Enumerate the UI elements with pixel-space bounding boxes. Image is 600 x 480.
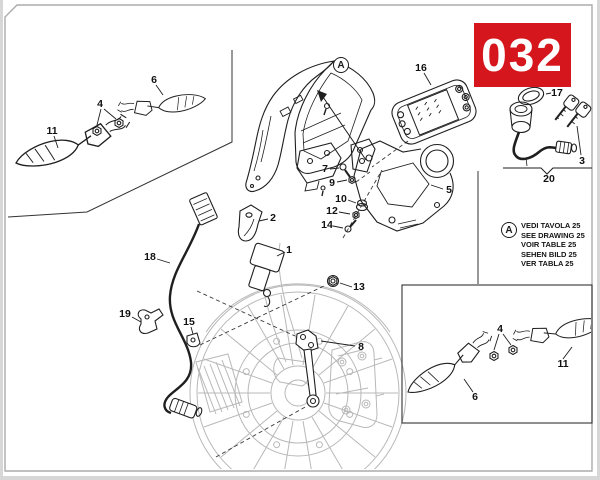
ignition-lock-drawing: [509, 101, 578, 161]
callout-8: 8: [358, 341, 364, 353]
fender-arc: [205, 283, 391, 333]
axle-nut-13: [326, 274, 340, 288]
callout-6-rear: 6: [472, 391, 478, 403]
scan-edge-left: [0, 0, 3, 480]
callout-20: 20: [543, 173, 555, 185]
fastener-grommet-10: [355, 199, 369, 212]
speed-sensor-drawing: [248, 242, 285, 307]
callout-18: 18: [144, 251, 156, 263]
instrument-cluster-drawing: [391, 79, 477, 145]
note-line-fr: VOIR TABLE 25: [521, 240, 577, 250]
group-20-bracket-line: [503, 167, 592, 175]
sensor-cable-drawing: [163, 192, 218, 419]
page-border: [4, 4, 593, 472]
callout-11-rear: 11: [557, 358, 569, 370]
callout-4-rear: 4: [497, 323, 503, 335]
keys-drawing: [554, 94, 592, 128]
cable-clip-19: [137, 308, 164, 334]
callout-2: 2: [270, 212, 276, 224]
headlight-fairing-drawing: [245, 60, 376, 197]
turn-indicator-11-front: [15, 113, 131, 167]
turn-indicator-11-rear: [512, 318, 591, 344]
leader-20: [525, 157, 528, 167]
table-number-badge: 032: [474, 23, 571, 87]
note-line-es: VER TABLA 25: [521, 259, 574, 269]
reference-note: VEDI TAVOLA 25 SEE DRAWING 25 VOIR TABLE…: [521, 221, 585, 269]
fastener-screw-14: [344, 219, 357, 233]
turn-indicator-6-rear: [407, 331, 493, 393]
rear-indicators-box: [401, 284, 593, 424]
callout-10: 10: [335, 193, 347, 205]
front-wheel-ghost-drawing: [189, 242, 407, 469]
callout-16: 16: [415, 62, 427, 74]
callout-15: 15: [183, 316, 195, 328]
view-a-arrow: [317, 90, 367, 161]
callout-14: 14: [321, 219, 333, 231]
indicator-nut-4-rear-a: [489, 350, 499, 362]
brake-caliper-ghost: [328, 341, 385, 428]
brake-disc-holes: [242, 337, 354, 449]
sensor-plate-drawing: [237, 204, 263, 242]
note-line-it: VEDI TAVOLA 25: [521, 221, 581, 230]
alignment-dashed-lines: [196, 140, 409, 458]
callout-12: 12: [326, 205, 338, 217]
fastener-nut-9: [348, 175, 356, 185]
view-marker-a: A: [333, 57, 349, 73]
callout-1: 1: [286, 244, 292, 256]
callout-7: 7: [322, 163, 328, 175]
callout-9: 9: [329, 177, 335, 189]
note-line-en: SEE DRAWING 25: [521, 230, 585, 240]
fork-guard-hatch: [195, 353, 243, 415]
lock-ring-17: [517, 86, 545, 106]
callout-5: 5: [446, 184, 452, 196]
callout-3: 3: [579, 155, 585, 167]
indicator-nut-4-front-b: [114, 117, 124, 129]
callout-13: 13: [353, 281, 365, 293]
fastener-screw-7: [339, 163, 351, 178]
callout-11-front: 11: [46, 125, 58, 137]
callout-leader-lines: [53, 72, 582, 393]
callout-4-front: 4: [97, 98, 103, 110]
link-rod-drawing: [295, 329, 320, 408]
front-indicators-region-boundary: [7, 50, 233, 218]
scan-edge-right: [597, 0, 600, 480]
note-line-de: SEHEN BILD 25: [521, 249, 577, 259]
callout-19: 19: [119, 308, 131, 320]
turn-indicator-6-front: [117, 94, 207, 116]
cable-grommet-15: [186, 332, 201, 348]
note-marker-a: A: [501, 222, 517, 238]
instrument-bracket-drawing: [350, 138, 455, 232]
spokes: [198, 294, 398, 469]
scan-edge-bottom: [0, 476, 600, 480]
fastener-nut-12: [352, 210, 360, 220]
indicator-nut-4-rear-b: [508, 344, 518, 356]
callout-6-front: 6: [151, 74, 157, 86]
callout-17: 17: [551, 87, 563, 99]
indicator-nut-4-front-a: [92, 125, 102, 137]
